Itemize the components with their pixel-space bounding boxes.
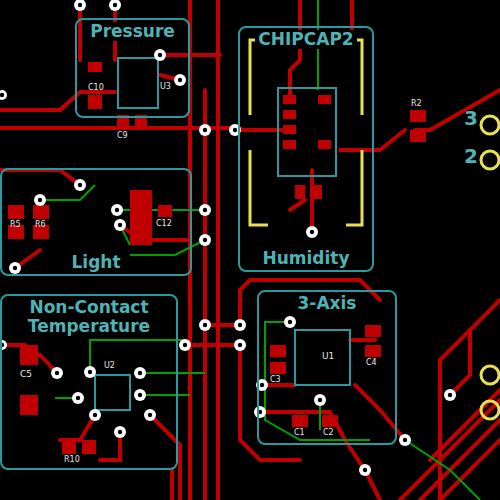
pin-number: 2 [464,146,478,166]
silkscreen-box: 3-Axis [257,290,397,445]
part-name: R5 [10,221,21,229]
part-name: C12 [156,220,172,228]
silkscreen-box: Non-Contact Temperature [0,294,178,470]
part-name: U2 [104,362,115,370]
part-name: C3 [270,376,281,384]
silkscreen-label: Humidity [259,249,352,268]
part-name: C4 [366,359,377,367]
part-name: R6 [35,221,46,229]
pin-number: 3 [464,108,478,128]
part-name: U1 [322,352,334,361]
part-name: C5 [20,370,32,379]
silkscreen-label: Light [68,253,123,272]
silkscreen-label: 3-Axis [295,294,360,313]
part-name: C2 [323,429,334,437]
part-name: U3 [160,83,171,91]
silkscreen-label: Non-Contact Temperature [6,298,172,335]
silkscreen-box: Pressure [75,18,190,118]
silkscreen-label: Pressure [87,22,178,41]
part-name: C10 [88,84,104,92]
part-name: R10 [64,456,80,464]
silkscreen-label: CHIPCAP2 [255,30,356,49]
part-name: C9 [117,132,128,140]
part-name: C1 [294,429,305,437]
silkscreen-box: CHIPCAP2Humidity [238,26,374,272]
part-name: R2 [411,100,422,108]
